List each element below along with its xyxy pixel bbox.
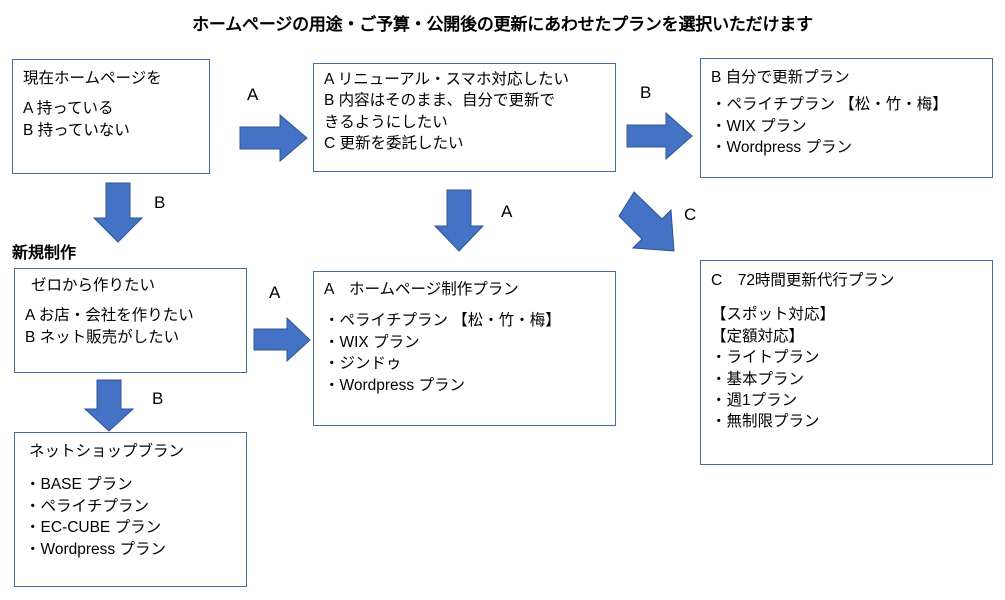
arrow-down-renewal-to-homepage-icon: [433, 189, 485, 252]
arrow-diagonal-renewal-to-agency-icon: [618, 191, 692, 258]
arrow-label-a-zero-to-homepage: A: [269, 283, 281, 302]
box-homepage-plan-lead: A ホームページ制作プラン: [324, 281, 519, 298]
box-update-agency-plan: C 72時間更新代行プラン 【スポット対応】 【定額対応】 ・ライトプラン ・基…: [700, 260, 993, 465]
list-item: ・BASE プラン: [25, 476, 133, 494]
list-item: ・ペライチプラン 【松・竹・梅】: [324, 312, 561, 330]
box-update-agency-plan-content: C 72時間更新代行プラン 【スポット対応】 【定額対応】 ・ライトプラン ・基…: [701, 261, 992, 439]
list-item: ・無制限プラン: [711, 413, 820, 431]
box-homepage-plan-bullets: ・ペライチプラン 【松・竹・梅】 ・WIX プラン ・ジンドゥ ・Wordpre…: [324, 310, 605, 396]
box-from-zero-option-a: A お店・会社を作りたい: [25, 307, 194, 325]
box-self-update-plan-content: B 自分で更新プラン ・ペライチプラン 【松・竹・梅】 ・WIX プラン ・Wo…: [701, 59, 992, 165]
arrow-right-current-to-renewal-icon: [239, 113, 308, 163]
list-item: ・EC-CUBE プラン: [25, 519, 162, 537]
box-update-agency-plan-lead: C 72時間更新代行プラン: [711, 272, 895, 289]
box-renewal-choice-option-a: A リニューアル・スマホ対応したい: [324, 71, 570, 88]
box-from-zero: ゼロから作りたい A お店・会社を作りたい B ネット販売がしたい: [14, 268, 247, 373]
spacer: [324, 300, 605, 310]
list-item: ・基本プラン: [711, 370, 805, 388]
box-current-site-lead: 現在ホームページを: [23, 70, 162, 87]
list-item: ・ライトプラン: [711, 349, 820, 367]
spacer: [25, 296, 236, 305]
list-item: ・週1プラン: [711, 391, 798, 409]
box-current-site-option-a: A 持っている: [23, 100, 114, 118]
box-netshop-plan-lead: ネットショップブラン: [29, 443, 185, 460]
spacer: [23, 89, 199, 98]
arrow-right-zero-to-homepage-icon: [253, 316, 311, 363]
list-item: ・WIX プラン: [324, 333, 420, 351]
list-item: 【スポット対応】: [711, 306, 836, 324]
box-netshop-plan: ネットショップブラン ・BASE プラン ・ペライチプラン ・EC-CUBE プ…: [14, 432, 247, 587]
box-self-update-plan-lead: B 自分で更新プラン: [711, 69, 850, 86]
box-from-zero-option-b: B ネット販売がしたい: [25, 328, 180, 346]
box-renewal-choice: A リニューアル・スマホ対応したい B 内容はそのまま、自分で更新で きるように…: [313, 63, 616, 172]
arrow-label-b-zero-to-netshop: B: [152, 389, 164, 408]
arrow-down-current-to-new-icon: [92, 182, 144, 243]
box-renewal-choice-content: A リニューアル・スマホ対応したい B 内容はそのまま、自分で更新で きるように…: [314, 64, 615, 161]
arrow-label-b-renewal-to-self: B: [640, 83, 652, 102]
box-current-site-content: 現在ホームページを A 持っている B 持っていない: [13, 60, 209, 147]
box-from-zero-content: ゼロから作りたい A お店・会社を作りたい B ネット販売がしたい: [15, 269, 246, 354]
arrow-right-renewal-to-self-icon: [626, 111, 693, 161]
list-item: 【定額対応】: [711, 327, 805, 345]
page-title: ホームページの用途・ご予算・公開後の更新にあわせたプランを選択いただけます: [192, 15, 813, 34]
list-item: ・Wordpress プラン: [324, 376, 465, 394]
list-item: ・Wordpress プラン: [25, 540, 166, 558]
box-current-site: 現在ホームページを A 持っている B 持っていない: [12, 59, 210, 174]
spacer: [711, 291, 982, 304]
arrow-label-b-current-to-new: B: [154, 193, 166, 212]
list-item: ・Wordpress プラン: [711, 139, 852, 157]
box-renewal-choice-option-b-cont: きるようにしたい: [324, 113, 448, 131]
box-update-agency-plan-bullets: 【スポット対応】 【定額対応】 ・ライトプラン ・基本プラン ・週1プラン ・無…: [711, 304, 982, 432]
arrow-down-zero-to-netshop-icon: [83, 379, 135, 432]
arrow-label-c-renewal-to-agency: C: [684, 205, 697, 224]
section-label-new-production: 新規制作: [12, 245, 77, 262]
arrow-label-a-renewal-to-homepage: A: [501, 202, 513, 221]
list-item: ・ジンドゥ: [324, 355, 402, 373]
box-netshop-plan-bullets: ・BASE プラン ・ペライチプラン ・EC-CUBE プラン ・Wordpre…: [25, 474, 236, 560]
box-from-zero-lead: ゼロから作りたい: [31, 277, 156, 294]
box-self-update-plan-bullets: ・ペライチプラン 【松・竹・梅】 ・WIX プラン ・Wordpress プラン: [711, 94, 982, 158]
spacer: [25, 462, 236, 474]
list-item: ・WIX プラン: [711, 117, 807, 135]
box-homepage-plan: A ホームページ制作プラン ・ペライチプラン 【松・竹・梅】 ・WIX プラン …: [313, 271, 616, 426]
box-renewal-choice-option-b: B 内容はそのまま、自分で更新で: [324, 92, 556, 110]
box-self-update-plan: B 自分で更新プラン ・ペライチプラン 【松・竹・梅】 ・WIX プラン ・Wo…: [700, 58, 993, 178]
list-item: ・ペライチプラン: [25, 497, 150, 515]
box-homepage-plan-content: A ホームページ制作プラン ・ペライチプラン 【松・竹・梅】 ・WIX プラン …: [314, 272, 615, 402]
list-item: ・ペライチプラン 【松・竹・梅】: [711, 96, 948, 114]
box-current-site-option-b: B 持っていない: [23, 121, 130, 139]
box-renewal-choice-option-c: C 更新を委託したい: [324, 135, 464, 153]
arrow-label-a-current-to-renewal: A: [247, 85, 259, 104]
box-netshop-plan-content: ネットショップブラン ・BASE プラン ・ペライチプラン ・EC-CUBE プ…: [15, 433, 246, 566]
